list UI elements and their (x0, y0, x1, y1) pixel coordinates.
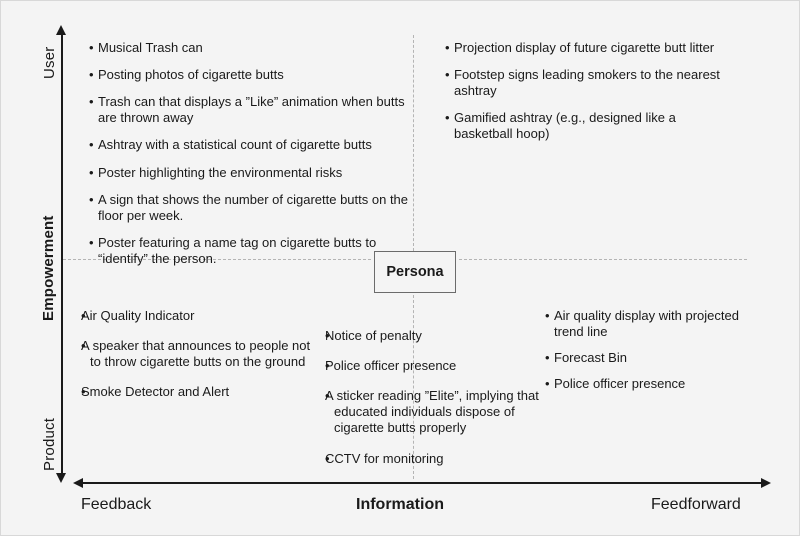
list-item: •Poster featuring a name tag on cigarett… (89, 235, 409, 267)
quadrant-divider-horizontal-left (63, 259, 371, 260)
axis-title-information: Information (356, 496, 444, 513)
arrow-down-icon (56, 473, 66, 483)
arrow-right-icon (761, 478, 771, 488)
quadrant-lower-left-list: •Air Quality Indicator•A speaker that an… (81, 308, 321, 414)
bullet-icon: • (445, 40, 450, 55)
quadrant-upper-right-list: • Projection display of future cigarette … (445, 40, 720, 154)
list-item-label: Forecast Bin (554, 350, 627, 366)
list-item-label: Smoke Detector and Alert (81, 384, 230, 400)
bullet-icon: • (81, 308, 86, 323)
axis-label-feedforward: Feedforward (651, 496, 741, 513)
bullet-icon: • (89, 67, 94, 83)
bullet-icon: • (89, 40, 94, 55)
list-item-label: Footstep signs leading smokers to the ne… (454, 67, 720, 99)
list-item-label: Gamified ashtray (e.g., designed like a … (454, 110, 676, 142)
list-item: •Footstep signs leading smokers to the n… (445, 67, 720, 99)
list-item: •Gamified ashtray (e.g., designed like a… (445, 110, 720, 142)
list-item-label: Musical Trash can (98, 40, 203, 55)
bullet-icon: • (325, 358, 330, 374)
arrow-left-icon (73, 478, 83, 488)
list-item: •Police officer presence (325, 358, 550, 374)
quadrant-upper-left-list: •Musical Trash can•Posting photos of cig… (89, 40, 409, 278)
bullet-icon: • (81, 384, 86, 400)
list-item-label: Ashtray with a statistical count of ciga… (98, 137, 372, 153)
list-item: • Projection display of future cigarette … (445, 40, 720, 56)
bullet-icon: • (89, 94, 94, 110)
quadrant-divider-vertical-bottom (413, 295, 414, 479)
bullet-icon: • (89, 164, 94, 180)
axis-label-product: Product (41, 417, 58, 471)
list-item-label: Poster highlighting the environmental ri… (98, 164, 343, 180)
list-item: •Smoke Detector and Alert (81, 384, 321, 400)
list-item-label: A sign that shows the number of cigarett… (98, 191, 409, 223)
horizontal-axis-line (81, 482, 767, 484)
list-item-label: Air Quality Indicator (81, 308, 195, 323)
quadrant-lower-right-list: •Air quality display with projected tren… (545, 308, 755, 402)
list-item: •Poster highlighting the environmental r… (89, 165, 409, 181)
list-item-label: CCTV for monitoring (325, 450, 444, 466)
bullet-icon: • (89, 191, 94, 207)
list-item: •CCTV for monitoring (325, 451, 550, 467)
list-item: • Air quality display with projected tren… (545, 308, 755, 340)
persona-center-box[interactable]: Persona (374, 251, 456, 293)
list-item-label: Notice of penalty (325, 328, 422, 343)
bullet-icon: • (545, 308, 550, 323)
list-item: •Forecast Bin (545, 350, 755, 366)
axis-title-empowerment: Empowerment (40, 215, 57, 321)
list-item-label: Air quality display with projected trend… (554, 308, 739, 340)
persona-label: Persona (386, 264, 444, 280)
bullet-icon: • (545, 376, 550, 392)
list-item: •Posting photos of cigarette butts (89, 67, 409, 83)
bullet-icon: • (325, 328, 330, 343)
list-item-label: Projection display of future cigarette b… (454, 40, 715, 55)
bullet-icon: • (545, 350, 550, 366)
list-item-label: A sticker reading ”Elite”, implying that… (325, 388, 539, 436)
quadrant-lower-middle-list: •Notice of penalty•Police officer presen… (325, 328, 550, 481)
list-item-label: Police officer presence (554, 376, 686, 392)
list-item: •A sticker reading ”Elite”, implying tha… (325, 388, 550, 436)
list-item-label: Police officer presence (325, 358, 457, 374)
vertical-axis-line (61, 33, 63, 479)
bullet-icon: • (81, 338, 86, 354)
list-item: •Trash can that displays a ”Like” animat… (89, 94, 409, 126)
list-item: •Ashtray with a statistical count of cig… (89, 137, 409, 153)
list-item: •Notice of penalty (325, 328, 550, 344)
list-item: •A sign that shows the number of cigaret… (89, 192, 409, 224)
list-item-label: Trash can that displays a ”Like” animati… (98, 94, 405, 126)
bullet-icon: • (445, 67, 450, 83)
list-item: •Air Quality Indicator (81, 308, 321, 324)
list-item: •A speaker that announces to people not … (81, 338, 321, 370)
axis-label-feedback: Feedback (81, 496, 152, 513)
bullet-icon: • (89, 137, 94, 153)
list-item: • Musical Trash can (89, 40, 409, 56)
bullet-icon: • (325, 450, 330, 466)
bullet-icon: • (89, 234, 94, 250)
list-item-label: Poster featuring a name tag on cigarette… (98, 234, 377, 266)
axis-label-user: User (41, 46, 58, 79)
bullet-icon: • (325, 388, 330, 404)
bullet-icon: • (445, 110, 450, 126)
quadrant-divider-vertical-top (413, 35, 414, 251)
quadrant-divider-horizontal-right (459, 259, 747, 260)
arrow-up-icon (56, 25, 66, 35)
list-item-label: Posting photos of cigarette butts (98, 67, 284, 83)
list-item: •Police officer presence (545, 376, 755, 392)
list-item-label: A speaker that announces to people not t… (81, 338, 311, 370)
